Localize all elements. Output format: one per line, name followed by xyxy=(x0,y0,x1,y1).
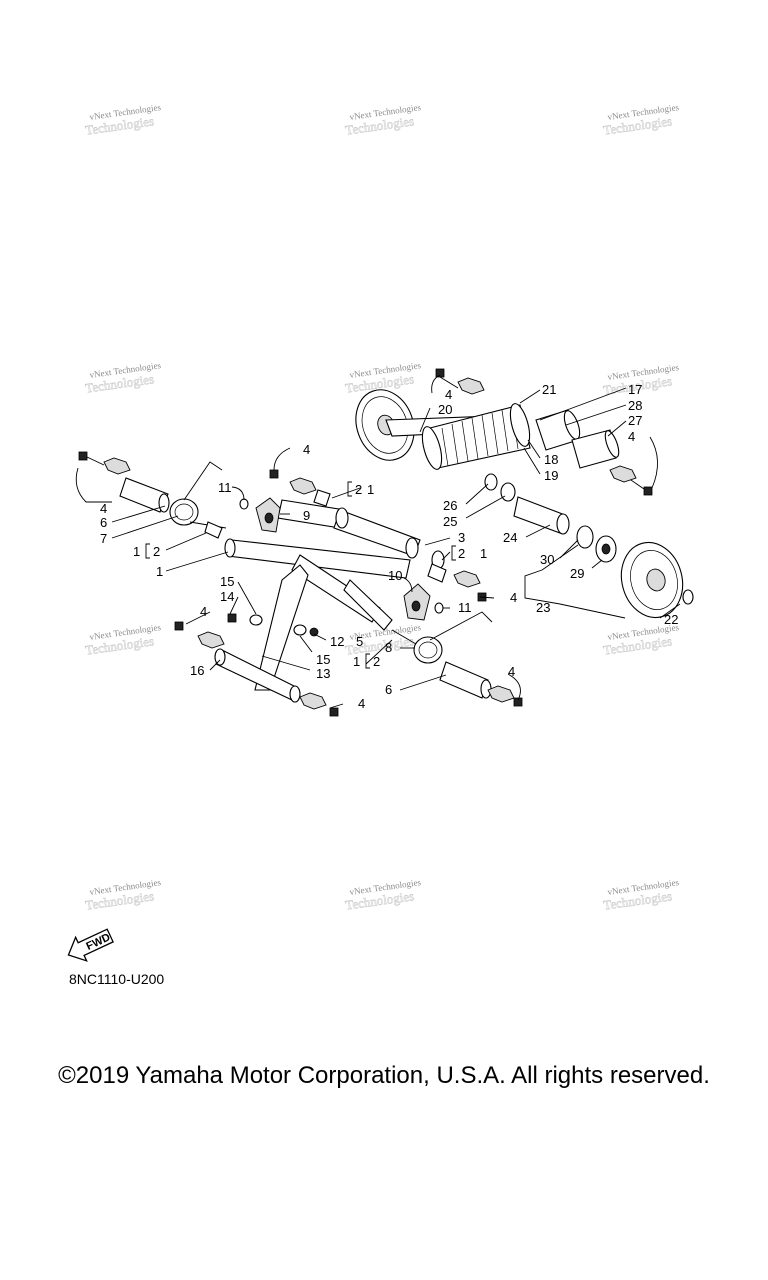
callout-4-upper-right: 4 xyxy=(628,429,635,444)
callout-24: 24 xyxy=(503,530,517,545)
callout-26: 26 xyxy=(443,498,457,513)
watermark-top-right: vNext Technologies Technologies xyxy=(602,102,680,138)
bearing-stack xyxy=(484,473,617,563)
watermark-bottom-right: vNext Technologies Technologies xyxy=(602,877,680,913)
callout-4-bottom: 4 xyxy=(358,696,365,711)
callout-14: 14 xyxy=(220,589,234,604)
callout-25: 25 xyxy=(443,514,457,529)
callout-4-right-low: 4 xyxy=(508,664,515,679)
callout-17: 17 xyxy=(628,382,642,397)
idler-wheel-lower xyxy=(620,541,694,619)
copyright-notice: ©2019 Yamaha Motor Corporation, U.S.A. A… xyxy=(58,1062,710,1089)
callout-18: 18 xyxy=(544,452,558,467)
callout-1-group-right: 1 xyxy=(480,546,487,561)
callout-1-group-low: 1 xyxy=(353,654,360,669)
right-bushing xyxy=(439,661,523,707)
bolt-upper-right-a xyxy=(435,368,485,395)
callout-4: 4 xyxy=(100,501,107,516)
group-brackets xyxy=(145,481,456,669)
left-collar-2 xyxy=(204,521,223,539)
callout-13: 13 xyxy=(316,666,330,681)
callout-8: 8 xyxy=(385,640,392,655)
callout-2-group-right: 2 xyxy=(458,546,465,561)
diagram-code: 8NC1110-U200 xyxy=(69,971,165,987)
watermark-low-left: vNext Technologies Technologies xyxy=(84,622,162,658)
left-torsion-spring xyxy=(169,461,227,529)
callout-30: 30 xyxy=(540,552,554,567)
left-bushing xyxy=(78,451,170,513)
watermark-mid-left: vNext Technologies Technologies xyxy=(84,360,162,396)
callout-11-left: 11 xyxy=(218,480,232,495)
callout-12: 12 xyxy=(330,634,344,649)
callout-27: 27 xyxy=(628,413,642,428)
callout-28: 28 xyxy=(628,398,642,413)
callout-2-group-left: 2 xyxy=(153,544,160,559)
slide-block-upper xyxy=(239,497,281,533)
callout-22: 22 xyxy=(664,612,678,627)
callout-19: 19 xyxy=(544,468,558,483)
watermark-bottom-left: vNext Technologies Technologies xyxy=(84,877,162,913)
callout-6-right: 6 xyxy=(385,682,392,697)
coil-spring xyxy=(421,403,531,470)
callout-20: 20 xyxy=(438,402,452,417)
lower-cross-shaft xyxy=(224,499,445,631)
shaft-end-right xyxy=(535,409,620,469)
callout-2-group-low: 2 xyxy=(373,654,380,669)
callout-15-top: 15 xyxy=(220,574,234,589)
watermark-bottom-center: vNext Technologies Technologies xyxy=(344,877,422,913)
right-torsion-spring xyxy=(391,611,493,664)
fwd-label: FWD xyxy=(84,931,112,952)
callout-1-group-left: 1 xyxy=(133,544,140,559)
watermark-top-center: vNext Technologies Technologies xyxy=(344,102,422,138)
callout-4-right-mid: 4 xyxy=(510,590,517,605)
exploded-parts-drawing xyxy=(75,368,694,717)
callout-2-group-top: 2 xyxy=(355,482,362,497)
callout-11-right: 11 xyxy=(458,600,472,615)
watermark-top-left: vNext Technologies Technologies xyxy=(84,102,162,138)
callout-4-top: 4 xyxy=(445,387,452,402)
callout-1: 1 xyxy=(156,564,163,579)
callout-29: 29 xyxy=(570,566,584,581)
callout-4-left-low: 4 xyxy=(200,604,207,619)
callout-21: 21 xyxy=(542,382,556,397)
fwd-arrow-icon: FWD xyxy=(67,928,114,962)
callout-labels: 4 6 7 1 2 1 11 9 4 2 1 3 2 1 10 4 11 15 … xyxy=(100,382,678,711)
callout-4-center: 4 xyxy=(303,442,310,457)
callout-1-group-top: 1 xyxy=(367,482,374,497)
callout-5: 5 xyxy=(356,634,363,649)
callout-23: 23 xyxy=(536,600,550,615)
rear-arm-link xyxy=(214,564,309,703)
callout-15-low: 15 xyxy=(316,652,330,667)
leader-lines xyxy=(75,374,681,709)
center-bolts xyxy=(174,469,487,717)
callout-6: 6 xyxy=(100,515,107,530)
callout-16: 16 xyxy=(190,663,204,678)
callout-10: 10 xyxy=(388,568,402,583)
slide-block-lower xyxy=(403,583,444,621)
callout-7: 7 xyxy=(100,531,107,546)
callout-9: 9 xyxy=(303,508,310,523)
bolt-upper-right-b xyxy=(609,465,653,496)
watermark-low-right: vNext Technologies Technologies xyxy=(602,622,680,658)
callout-3: 3 xyxy=(458,530,465,545)
